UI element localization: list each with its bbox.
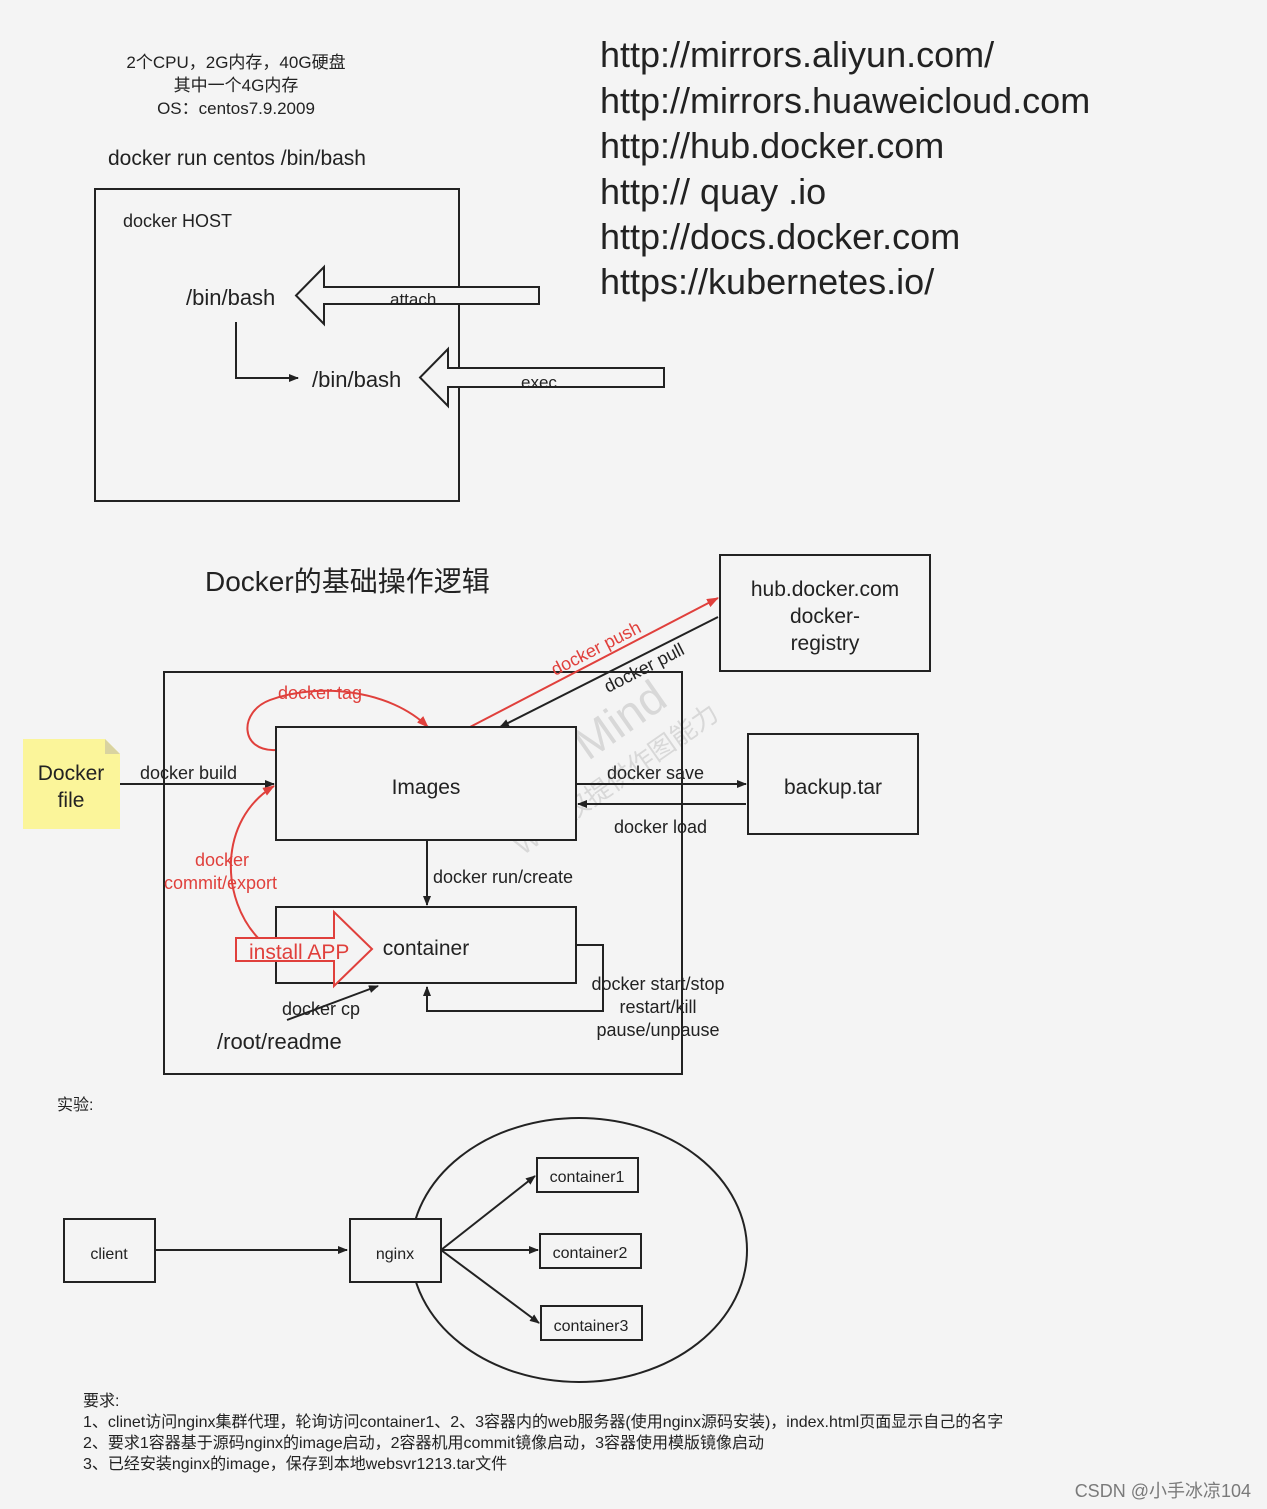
docker-logic-frame <box>163 671 683 1075</box>
logic-title: Docker的基础操作逻辑 <box>205 566 490 597</box>
lifecycle-line-3: pause/unpause <box>596 1020 719 1040</box>
container-label: container <box>383 937 469 960</box>
docker-save-label: docker save <box>607 763 704 783</box>
requirements-heading: 要求: <box>83 1392 119 1410</box>
nginx-label: nginx <box>376 1246 414 1263</box>
commit-export-arrow <box>229 785 275 941</box>
spec-line-2: 其中一个4G内存 <box>174 76 299 95</box>
docker-tag-loop <box>246 689 429 752</box>
requirements-block: 要求: 1、clinet访问nginx集群代理，轮询访问container1、2… <box>83 1392 1003 1473</box>
install-app-arrow <box>235 909 374 989</box>
url-item[interactable]: http://hub.docker.com <box>600 125 944 166</box>
url-item[interactable]: https://kubernetes.io/ <box>600 261 934 302</box>
registry-line-3: registry <box>791 632 860 655</box>
requirement-item: 1、clinet访问nginx集群代理，轮询访问container1、2、3容器… <box>83 1413 1003 1431</box>
container3-box <box>540 1305 643 1341</box>
install-app-label: install APP <box>249 941 349 964</box>
spec-block: 2个CPU，2G内存，40G硬盘 其中一个4G内存 OS：centos7.9.2… <box>126 53 345 118</box>
container1-box <box>536 1157 639 1193</box>
requirement-item: 3、已经安装nginx的image，保存到本地websvr1213.tar文件 <box>83 1455 507 1473</box>
docker-cp-label: docker cp <box>282 999 360 1019</box>
docker-pull-arrow <box>499 616 719 728</box>
nginx-to-container3-arrow <box>440 1249 540 1324</box>
container1-label: container1 <box>550 1169 625 1186</box>
footer-credit: CSDN @小手冰凉104 <box>1075 1481 1251 1501</box>
experiment-label: 实验: <box>57 1096 93 1114</box>
registry-line-2: docker- <box>790 605 860 628</box>
bash-bottom: /bin/bash <box>312 367 401 392</box>
docker-tag-label: docker tag <box>278 683 362 703</box>
container3-label: container3 <box>554 1318 629 1335</box>
attach-label: attach <box>390 290 436 309</box>
docker-host-box <box>94 188 460 502</box>
backup-box <box>747 733 919 835</box>
docker-cp-arrow <box>286 985 379 1021</box>
lifecycle-loop <box>423 944 604 1012</box>
bash-top: /bin/bash <box>186 285 275 310</box>
commit-label-2: commit/export <box>164 873 277 893</box>
requirement-item: 2、要求1容器基于源码nginx的image启动，2容器机用commit镜像启动… <box>83 1433 764 1452</box>
dockerfile-line-1: Docker <box>38 762 105 785</box>
images-label: Images <box>392 776 461 799</box>
backup-label: backup.tar <box>784 776 882 799</box>
container2-label: container2 <box>553 1245 628 1262</box>
bash-connector <box>235 322 299 382</box>
readme-label: /root/readme <box>217 1029 342 1054</box>
client-label: client <box>90 1246 128 1263</box>
registry-line-1: hub.docker.com <box>751 578 899 601</box>
container2-box <box>539 1233 642 1269</box>
docker-push-arrow <box>469 597 719 728</box>
exec-arrow <box>418 346 665 409</box>
lifecycle-line-2: restart/kill <box>619 997 696 1017</box>
run-command: docker run centos /bin/bash <box>108 147 366 170</box>
run-create-label: docker run/create <box>433 867 573 887</box>
nginx-box <box>349 1218 442 1283</box>
exec-label: exec <box>521 373 557 392</box>
attach-arrow <box>294 264 540 327</box>
spec-line-1: 2个CPU，2G内存，40G硬盘 <box>126 53 345 72</box>
lifecycle-line-1: docker start/stop <box>591 974 724 994</box>
url-item[interactable]: http://mirrors.aliyun.com/ <box>600 34 994 75</box>
url-item[interactable]: http://mirrors.huaweicloud.com <box>600 80 1090 121</box>
docker-host-label: docker HOST <box>123 211 232 231</box>
images-box <box>275 726 577 841</box>
url-item[interactable]: http://docs.docker.com <box>600 216 960 257</box>
docker-load-label: docker load <box>614 817 707 837</box>
spec-line-3: OS：centos7.9.2009 <box>157 99 315 118</box>
url-list: http://mirrors.aliyun.com/ http://mirror… <box>600 34 1090 302</box>
commit-label-1: docker <box>195 850 249 870</box>
dockerfile-note <box>23 739 120 829</box>
registry-box <box>719 554 931 672</box>
docker-build-label: docker build <box>140 763 237 783</box>
nginx-to-container1-arrow <box>440 1175 536 1251</box>
dockerfile-line-2: file <box>58 789 85 812</box>
url-item[interactable]: http:// quay .io <box>600 171 826 212</box>
